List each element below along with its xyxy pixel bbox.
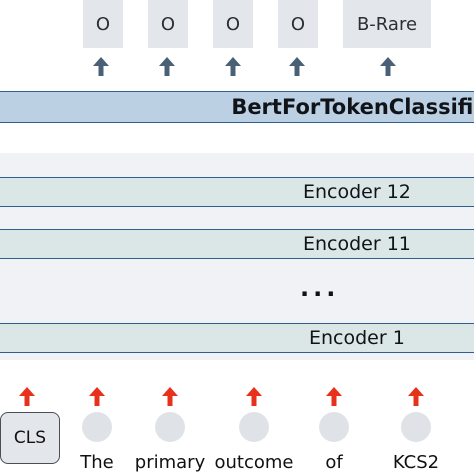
encoder-label: Encoder 1 (309, 327, 405, 349)
bert-token-classification-bar: BertForTokenClassificat (0, 91, 474, 123)
token-word: of (325, 452, 343, 473)
token-word: KCS2 (392, 452, 440, 473)
output-label-1: O (83, 0, 123, 48)
encoder-label: Encoder 12 (303, 181, 411, 203)
up-arrow-icon (89, 387, 105, 406)
up-arrow-icon (19, 387, 35, 406)
output-label-4: O (278, 0, 318, 48)
output-label-text: O (95, 13, 111, 35)
cls-token-box: CLS (0, 412, 60, 464)
up-arrow-icon (225, 57, 241, 76)
cls-token-label: CLS (13, 428, 47, 448)
up-arrow-icon (326, 387, 342, 406)
model-title: BertForTokenClassificat (231, 95, 474, 119)
output-label-2: O (148, 0, 188, 48)
up-arrow-icon (408, 387, 424, 406)
up-arrow-icon (380, 57, 396, 76)
output-label-3: O (213, 0, 253, 48)
up-arrow-icon (246, 387, 262, 406)
token-circle (239, 412, 269, 442)
up-arrow-icon (93, 57, 109, 76)
token-word: primary (134, 452, 206, 473)
encoder-11-band: Encoder 11 (0, 229, 474, 259)
output-label-text: O (160, 13, 176, 35)
up-arrow-icon (159, 57, 175, 76)
token-word: The (80, 452, 114, 473)
token-word: outcome (214, 452, 294, 473)
token-circle (401, 412, 431, 442)
up-arrow-icon (162, 387, 178, 406)
output-label-text: B-Rare (356, 13, 418, 35)
output-label-5: B-Rare (343, 0, 431, 48)
token-circle (319, 412, 349, 442)
ellipsis: ... (300, 274, 340, 302)
encoder-label: Encoder 11 (303, 233, 411, 255)
output-label-text: O (290, 13, 306, 35)
output-label-text: O (225, 13, 241, 35)
encoder-12-band: Encoder 12 (0, 177, 474, 207)
token-circle (82, 412, 112, 442)
up-arrow-icon (289, 57, 305, 76)
encoder-1-band: Encoder 1 (0, 323, 474, 353)
token-circle (155, 412, 185, 442)
